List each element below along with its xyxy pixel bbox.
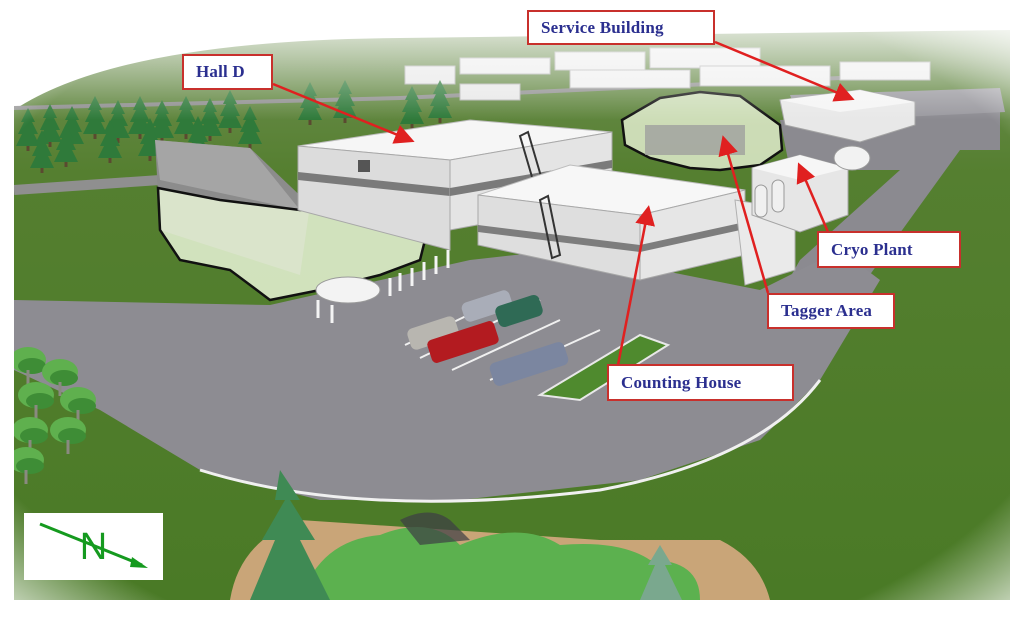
arrow-cryo-plant bbox=[796, 162, 830, 233]
label-hall-d: Hall D bbox=[182, 54, 273, 90]
label-counting-house: Counting House bbox=[607, 364, 794, 401]
north-arrow-icon bbox=[39, 522, 148, 568]
label-text: Counting House bbox=[621, 372, 742, 392]
arrow-counting-house bbox=[616, 205, 655, 366]
label-text: Cryo Plant bbox=[831, 239, 913, 259]
label-cryo-plant: Cryo Plant bbox=[817, 231, 961, 268]
arrow-tagger-area bbox=[718, 135, 770, 294]
arrow-hall-d bbox=[272, 82, 415, 144]
callout-arrows bbox=[272, 40, 855, 366]
arrow-service-building bbox=[714, 40, 855, 102]
north-compass: N bbox=[24, 513, 163, 580]
label-service-building: Service Building bbox=[527, 10, 715, 45]
label-tagger-area: Tagger Area bbox=[767, 293, 895, 329]
label-text: Service Building bbox=[541, 17, 664, 37]
label-text: Hall D bbox=[196, 62, 245, 81]
label-text: Tagger Area bbox=[781, 301, 873, 320]
